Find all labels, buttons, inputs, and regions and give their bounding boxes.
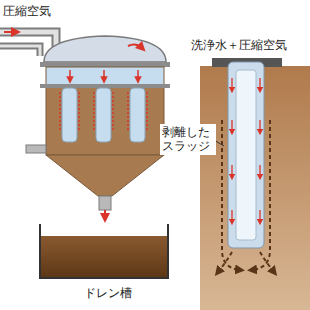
text-label: 洗浄水＋圧縮空気 <box>191 38 303 52</box>
text-label: 圧縮空気 <box>3 4 63 18</box>
text-label: 剥離した スラッジ <box>160 124 216 155</box>
text-label: ドレン槽 <box>78 286 138 300</box>
